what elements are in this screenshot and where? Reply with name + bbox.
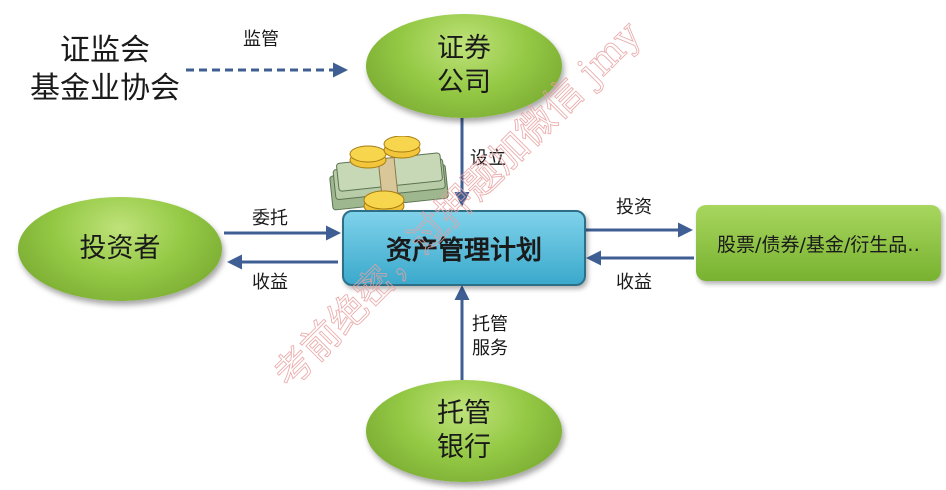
securities-company-line1: 证券 bbox=[437, 33, 491, 64]
assets-label: 股票/债券/基金/衍生品‥ bbox=[717, 233, 920, 256]
invest-label: 投资 bbox=[616, 197, 652, 218]
assets-node: 股票/债券/基金/衍生品‥ bbox=[696, 205, 941, 281]
custodian-line2: 银行 bbox=[437, 432, 491, 463]
money-stack-icon bbox=[329, 136, 449, 216]
plan-label: 资产管理计划 bbox=[385, 235, 542, 266]
investor-label: 投资者 bbox=[79, 233, 161, 264]
custody-line2: 服务 bbox=[472, 338, 508, 359]
regulator-line2: 基金业协会 bbox=[30, 71, 180, 106]
investor-node: 投资者 bbox=[18, 197, 222, 301]
supervise-label: 监管 bbox=[243, 29, 279, 50]
asset-management-plan-node: 资产管理计划 bbox=[342, 210, 586, 286]
regulator-line1: 证监会 bbox=[60, 33, 150, 68]
regulator-label: 证监会 基金业协会 bbox=[20, 32, 190, 108]
custody-line1: 托管 bbox=[472, 314, 508, 335]
income-left-label: 收益 bbox=[252, 272, 288, 293]
entrust-label: 委托 bbox=[252, 208, 288, 229]
custody-service-label: 托管 服务 bbox=[472, 313, 508, 361]
custodian-bank-node: 托管 银行 bbox=[366, 380, 562, 482]
income-right-label: 收益 bbox=[616, 272, 652, 293]
establish-label: 设立 bbox=[470, 148, 506, 169]
securities-company-node: 证券 公司 bbox=[366, 14, 562, 118]
securities-company-line2: 公司 bbox=[437, 67, 491, 98]
custodian-line1: 托管 bbox=[437, 398, 491, 429]
